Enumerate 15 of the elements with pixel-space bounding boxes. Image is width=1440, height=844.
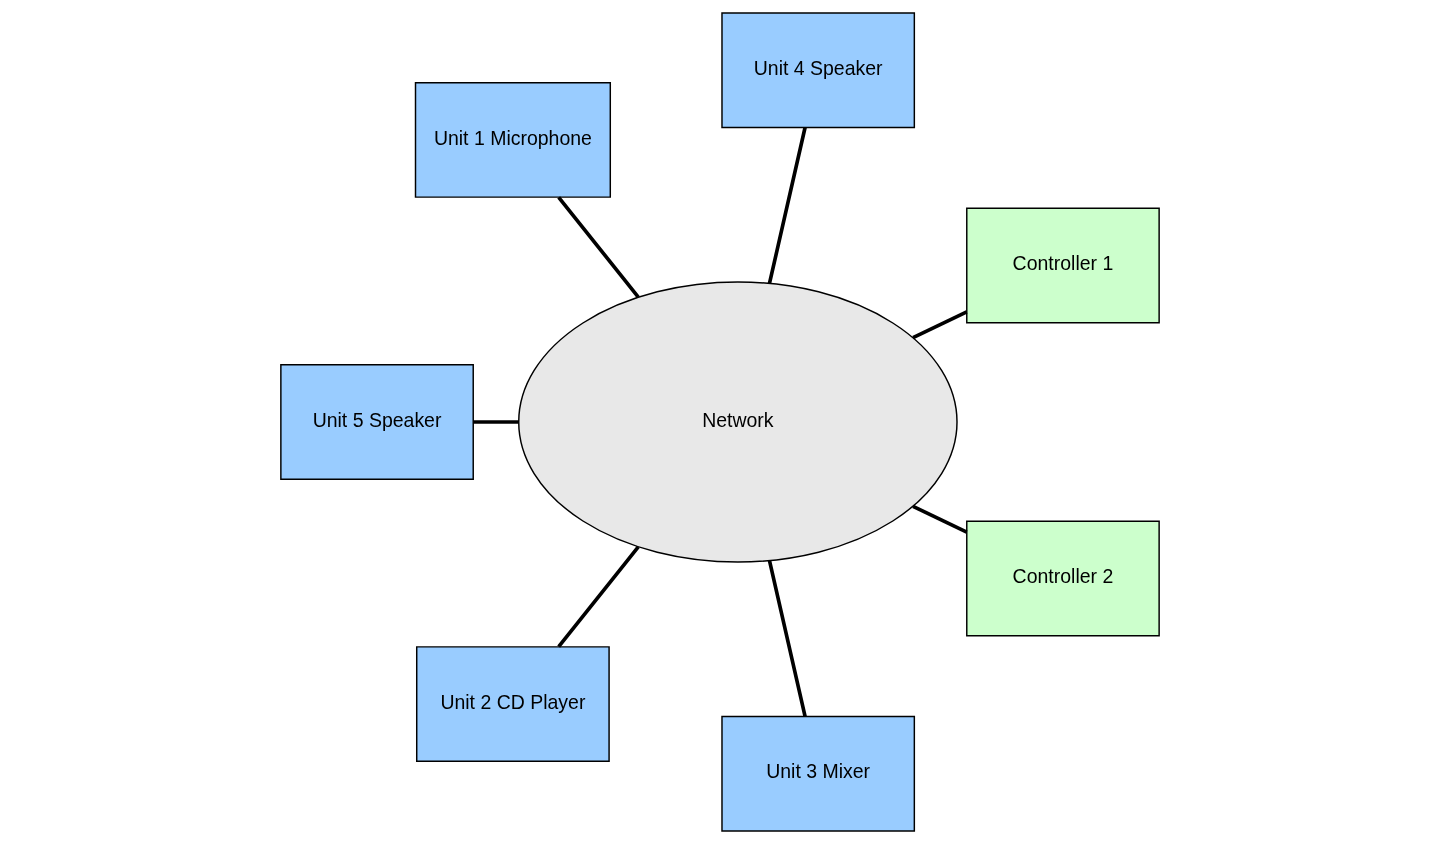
node-box: Unit 4 Speaker <box>721 12 916 129</box>
connector <box>767 560 807 717</box>
node-box: Unit 1 Microphone <box>414 81 612 198</box>
connector <box>912 504 968 534</box>
node-box: Controller 1 <box>966 207 1160 324</box>
connector <box>557 545 640 648</box>
connector <box>473 420 519 424</box>
node-box: Unit 3 Mixer <box>721 715 916 832</box>
connector <box>557 196 640 299</box>
node-box: Unit 5 Speaker <box>280 364 474 480</box>
node-ellipse: Network <box>518 281 958 563</box>
connector <box>767 127 807 284</box>
node-box: Controller 2 <box>966 520 1160 637</box>
connector <box>912 310 968 340</box>
node-box: Unit 2 CD Player <box>416 646 610 763</box>
